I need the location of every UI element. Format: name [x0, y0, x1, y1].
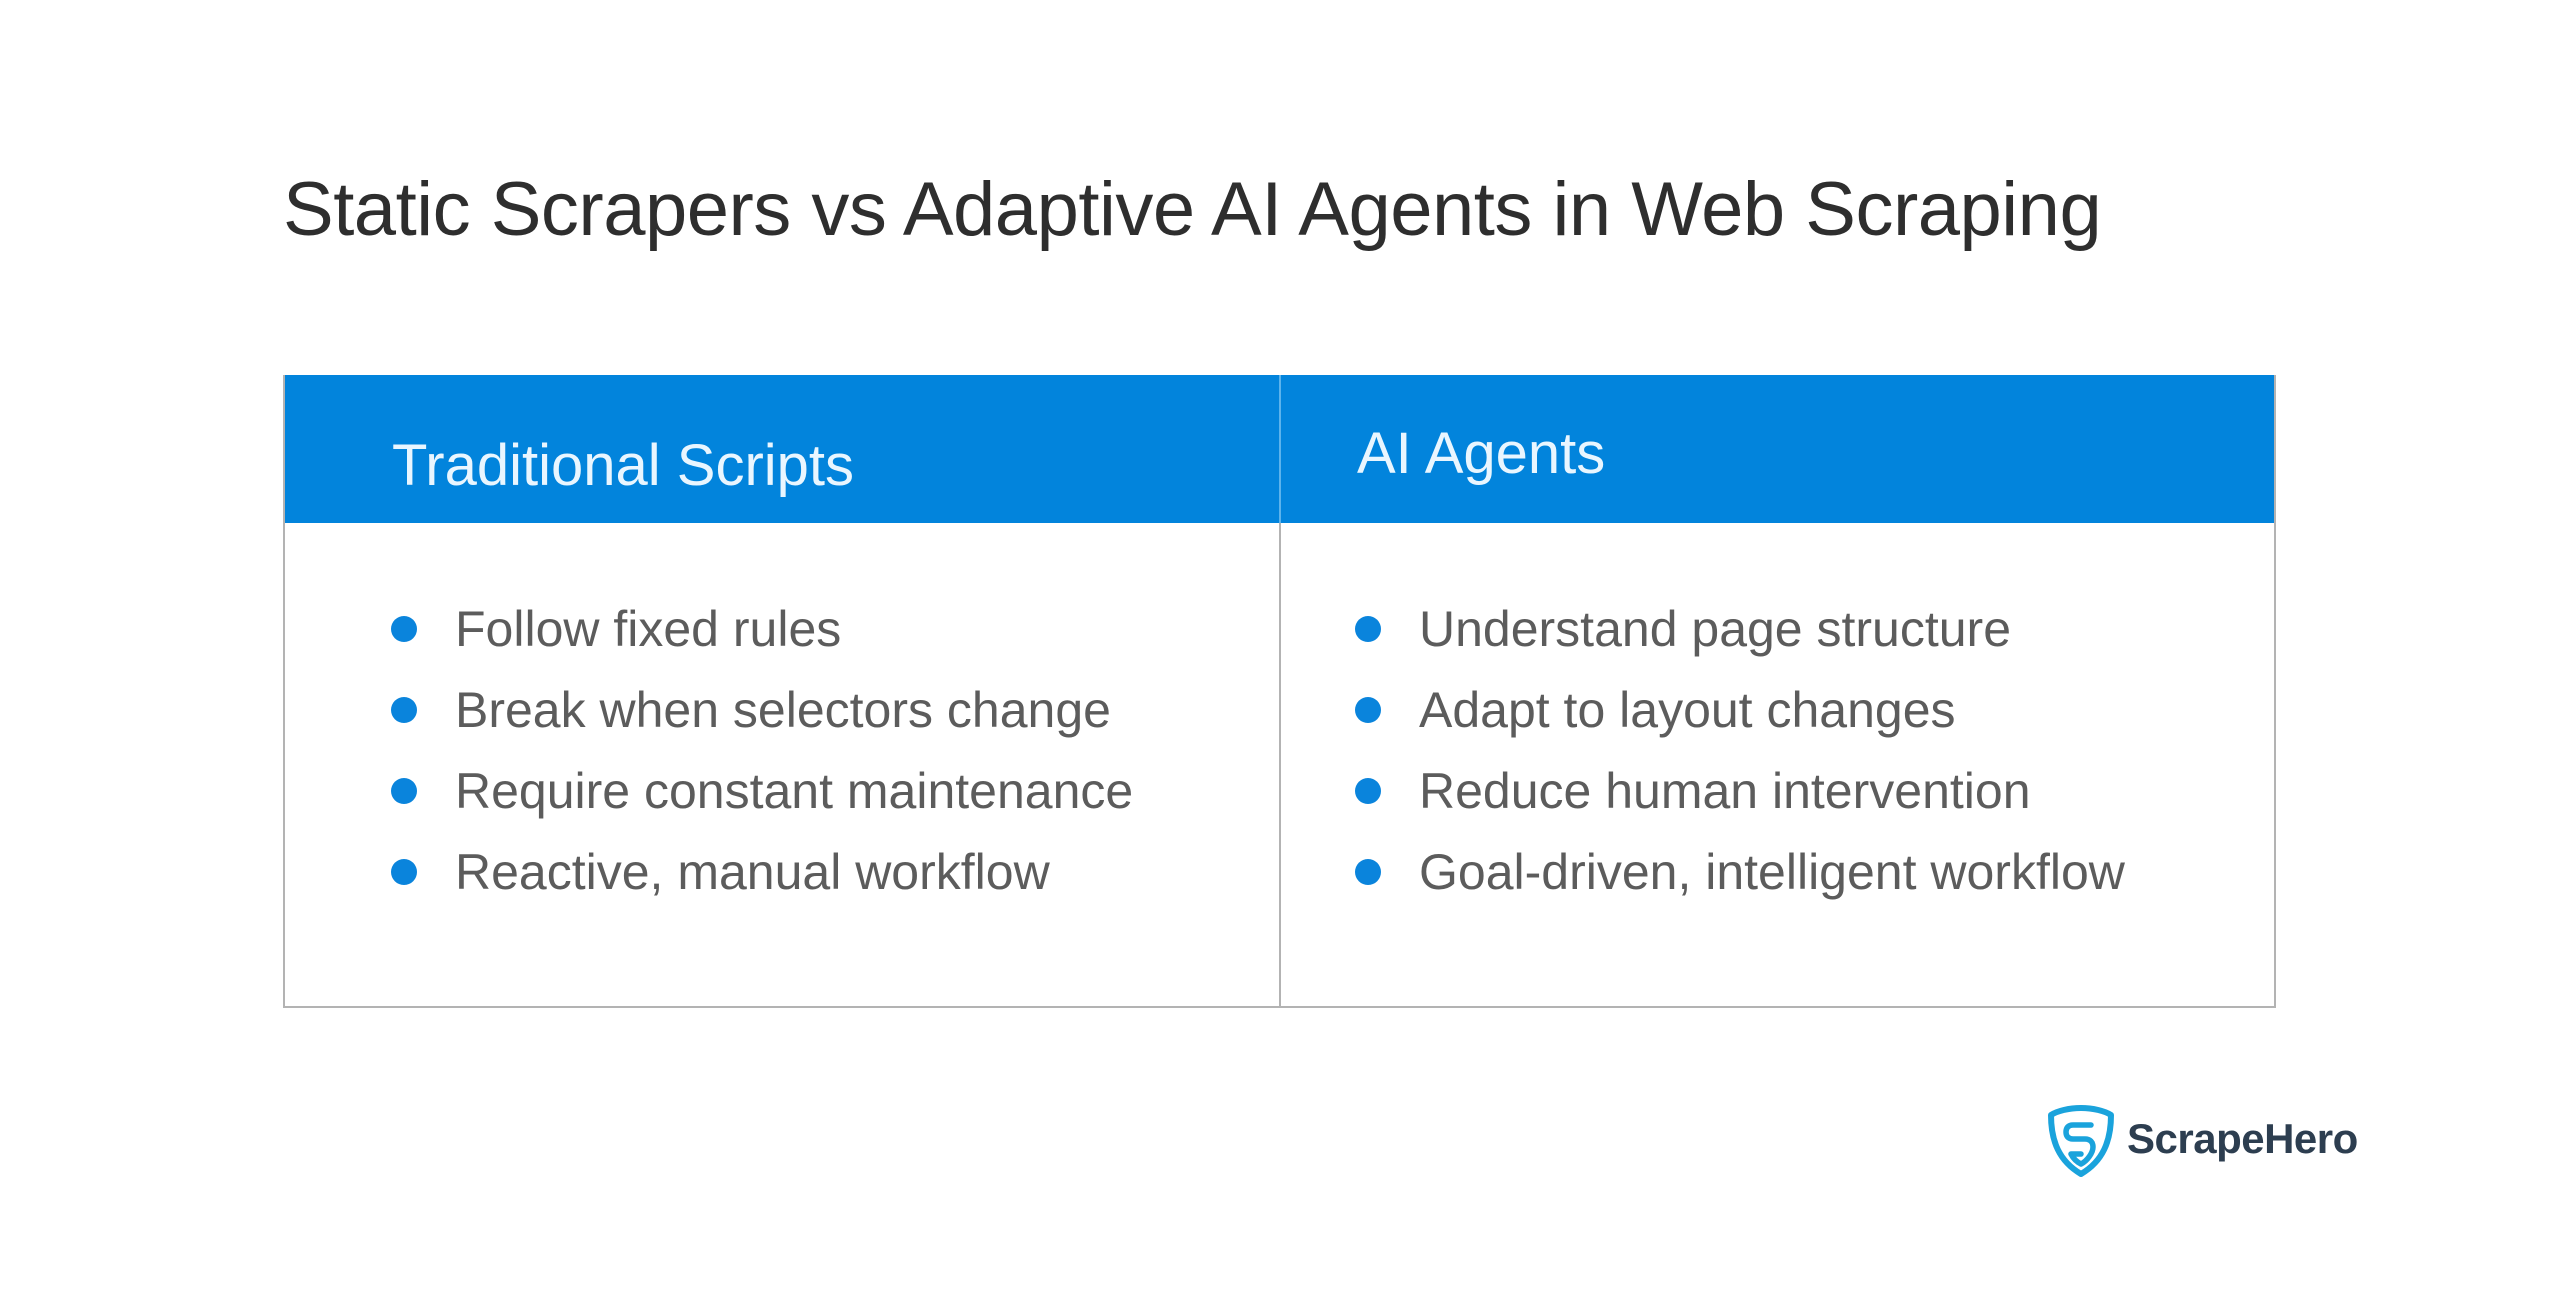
- bullet-dot-icon: [1355, 697, 1381, 723]
- bullet-dot-icon: [391, 778, 417, 804]
- list-item-text: Understand page structure: [1419, 601, 2012, 657]
- list-item: Require constant maintenance: [389, 763, 1133, 844]
- list-item-text: Reactive, manual workflow: [455, 844, 1050, 900]
- logo-text: ScrapeHero: [2127, 1115, 2358, 1162]
- bullet-dot-icon: [1355, 859, 1381, 885]
- bullet-list: Understand page structure Adapt to layou…: [1353, 601, 2125, 925]
- bullet-dot-icon: [391, 616, 417, 642]
- column-cell-traditional-scripts: Follow fixed rules Break when selectors …: [285, 523, 1281, 1006]
- shield-s-icon: [2047, 1105, 2115, 1177]
- column-cell-ai-agents: Understand page structure Adapt to layou…: [1281, 523, 2274, 1006]
- list-item-text: Follow fixed rules: [455, 601, 842, 657]
- bullet-dot-icon: [391, 697, 417, 723]
- column-header-traditional-scripts: Traditional Scripts: [285, 375, 1281, 523]
- list-item-text: Require constant maintenance: [455, 763, 1134, 819]
- list-item: Follow fixed rules: [389, 601, 1133, 682]
- column-header-label: Traditional Scripts: [392, 433, 855, 498]
- list-item-text: Adapt to layout changes: [1419, 682, 1956, 738]
- column-header-label: AI Agents: [1357, 421, 1606, 486]
- comparison-table: Traditional Scripts AI Agents Follow fix…: [283, 375, 2276, 1008]
- list-item-text: Goal-driven, intelligent workflow: [1419, 844, 2125, 900]
- bullet-dot-icon: [1355, 616, 1381, 642]
- page-title: Static Scrapers vs Adaptive AI Agents in…: [283, 167, 2102, 252]
- list-item: Reduce human intervention: [1353, 763, 2125, 844]
- list-item: Goal-driven, intelligent workflow: [1353, 844, 2125, 925]
- list-item: Break when selectors change: [389, 682, 1133, 763]
- scrapehero-logo: ScrapeHero: [2047, 1105, 2358, 1177]
- list-item: Understand page structure: [1353, 601, 2125, 682]
- bullet-dot-icon: [1355, 778, 1381, 804]
- column-header-ai-agents: AI Agents: [1281, 375, 2274, 523]
- list-item: Adapt to layout changes: [1353, 682, 2125, 763]
- list-item: Reactive, manual workflow: [389, 844, 1133, 925]
- bullet-dot-icon: [391, 859, 417, 885]
- list-item-text: Reduce human intervention: [1419, 763, 2031, 819]
- list-item-text: Break when selectors change: [455, 682, 1111, 738]
- bullet-list: Follow fixed rules Break when selectors …: [389, 601, 1133, 925]
